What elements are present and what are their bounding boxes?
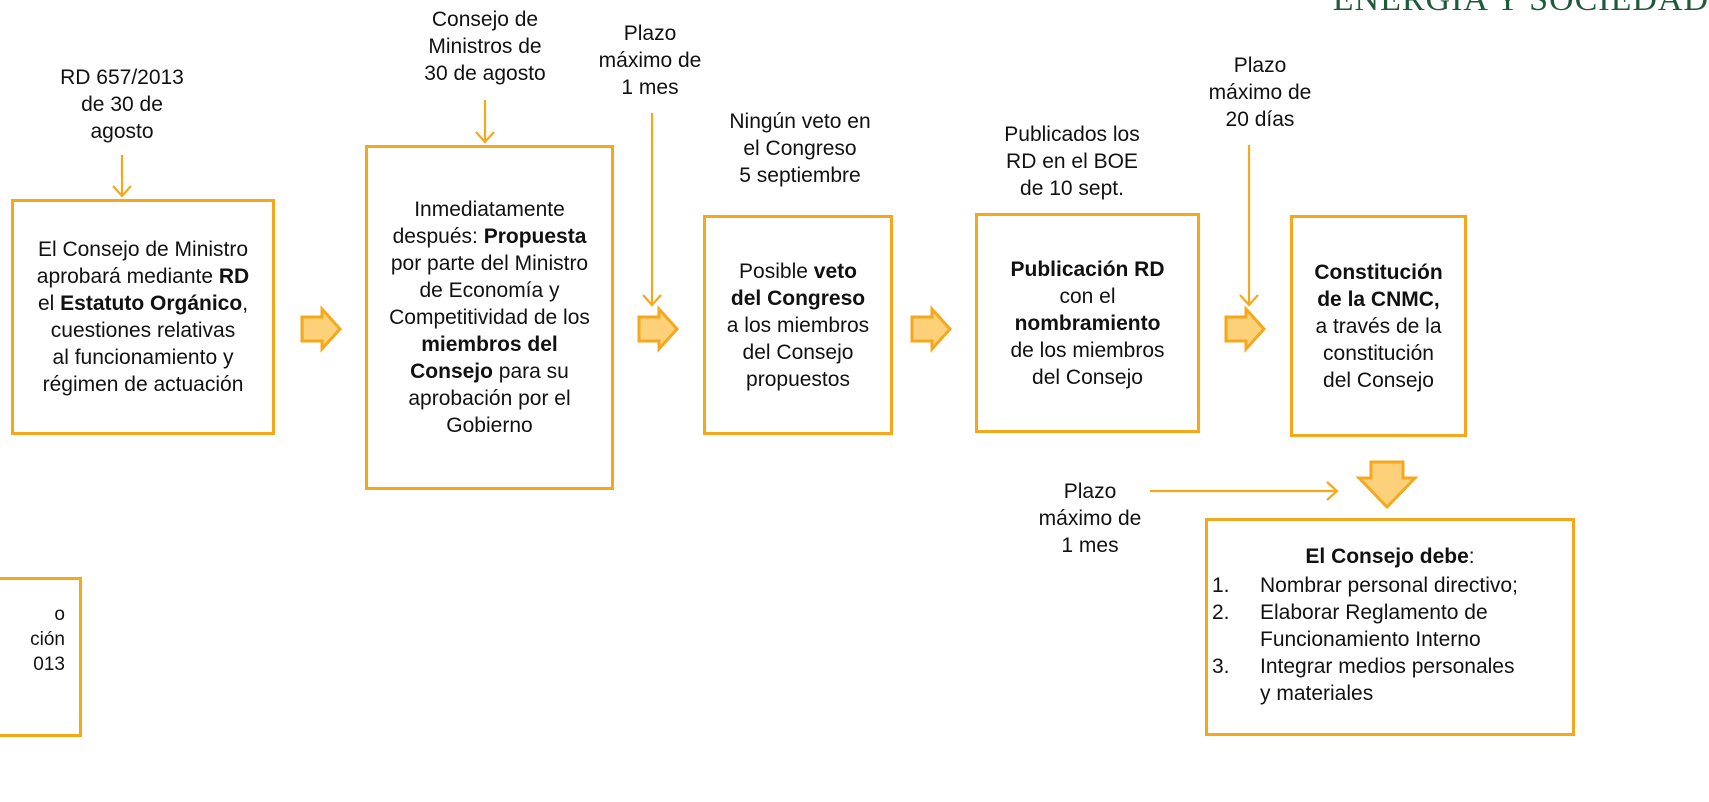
step1-text-line: al funcionamiento y [52,346,234,369]
step1-box: El Consejo de Ministro aprobará mediante … [11,199,275,435]
flow-arrow-2 [637,305,680,353]
tasks-heading: El Consejo debe: [1305,545,1475,568]
left-partial-box: o ción 013 [0,577,82,737]
step4-text-line: de los miembros [1010,338,1165,362]
step5-box: Constitución de la CNMC, a través de la con… [1290,215,1467,437]
step1-text-line: cuestiones relativas [50,319,236,342]
task-item: 3. Integrar medios personales y material… [1212,655,1515,705]
step1-label: RD 657/2013 de 30 de agosto [60,66,184,143]
flow-arrow-3 [910,305,953,353]
step4-text-line: nombramiento [1014,311,1161,335]
deadline3-arrowhead [1326,481,1339,501]
deadline2-arrowhead [1239,294,1259,307]
flow-arrow-down [1355,460,1419,510]
task-item: 2. Elaborar Reglamento de Funcionamiento… [1212,601,1488,651]
step2-text-line: por parte del Ministro [390,252,589,275]
step1-text-line: aprobará mediante RD [36,265,250,288]
step4-text-line: Publicación RD [1010,257,1165,281]
step2-text-line: miembros del [421,333,558,356]
step1-text-line: el Estatuto Orgánico, [37,292,249,315]
step2-text-line: de Economía y [419,279,560,302]
step5-text-line: constitución [1323,341,1434,365]
step1-text-line: régimen de actuación [42,373,244,396]
deadline2-label: Plazo máximo de 20 días [1208,54,1312,131]
step5-text-line: Constitución [1314,260,1443,284]
step4-box: Publicación RD con el nombramiento de los m… [975,213,1200,433]
flow-arrow-4 [1224,305,1267,353]
step2-label: Consejo de Ministros de 30 de agosto [424,8,546,85]
step5-text-line: de la CNMC, [1317,287,1440,311]
step5-text-line: a través de la [1315,314,1442,338]
step2-text-line: Inmediatamente [414,198,565,221]
task-item: 1. Nombrar personal directivo; [1212,574,1518,597]
header-title: ENERGÍA Y SOCIEDAD [1200,0,1709,20]
label-arrowhead-step1 [112,185,132,198]
step2-text-line: aprobación por el [408,387,571,410]
step3-text-line: Posible veto [739,259,857,283]
step3-text-line: del Consejo [742,340,854,364]
deadline1-label: Plazo máximo de 1 mes [598,22,702,99]
step3-box: Posible veto del Congreso a los miembros de… [703,215,893,435]
label-arrowhead-step2 [475,131,495,144]
step3-text-line: a los miembros [726,313,870,337]
step3-text-line: del Congreso [730,286,866,310]
step2-text-line: Consejo para su [410,360,569,383]
deadline3-label: Plazo máximo de 1 mes [1038,480,1142,557]
deadline1-arrowhead [642,294,662,307]
step3-text-line: propuestos [746,367,850,391]
step2-text-line: Gobierno [446,414,533,437]
step5-text-line: del Consejo [1323,368,1434,392]
council-tasks-box: El Consejo debe: 1. Nombrar personal dir… [1205,518,1575,736]
step2-text-line: después: Propuesta [392,225,587,248]
step1-text-line: El Consejo de Ministro [37,238,249,261]
step3-label: Ningún veto en el Congreso 5 septiembre [729,110,871,187]
flow-arrow-1 [300,305,343,353]
tasks-list: 1. Nombrar personal directivo; 2. Elabor… [1208,572,1572,707]
step4-label: Publicados los RD en el BOE de 10 sept. [1004,123,1140,200]
step4-text-line: con el [1059,284,1116,308]
step2-box: Inmediatamente después: Propuesta por part… [365,145,614,490]
step4-text-line: del Consejo [1032,365,1143,389]
step2-text-line: Competitividad de los [389,306,590,329]
